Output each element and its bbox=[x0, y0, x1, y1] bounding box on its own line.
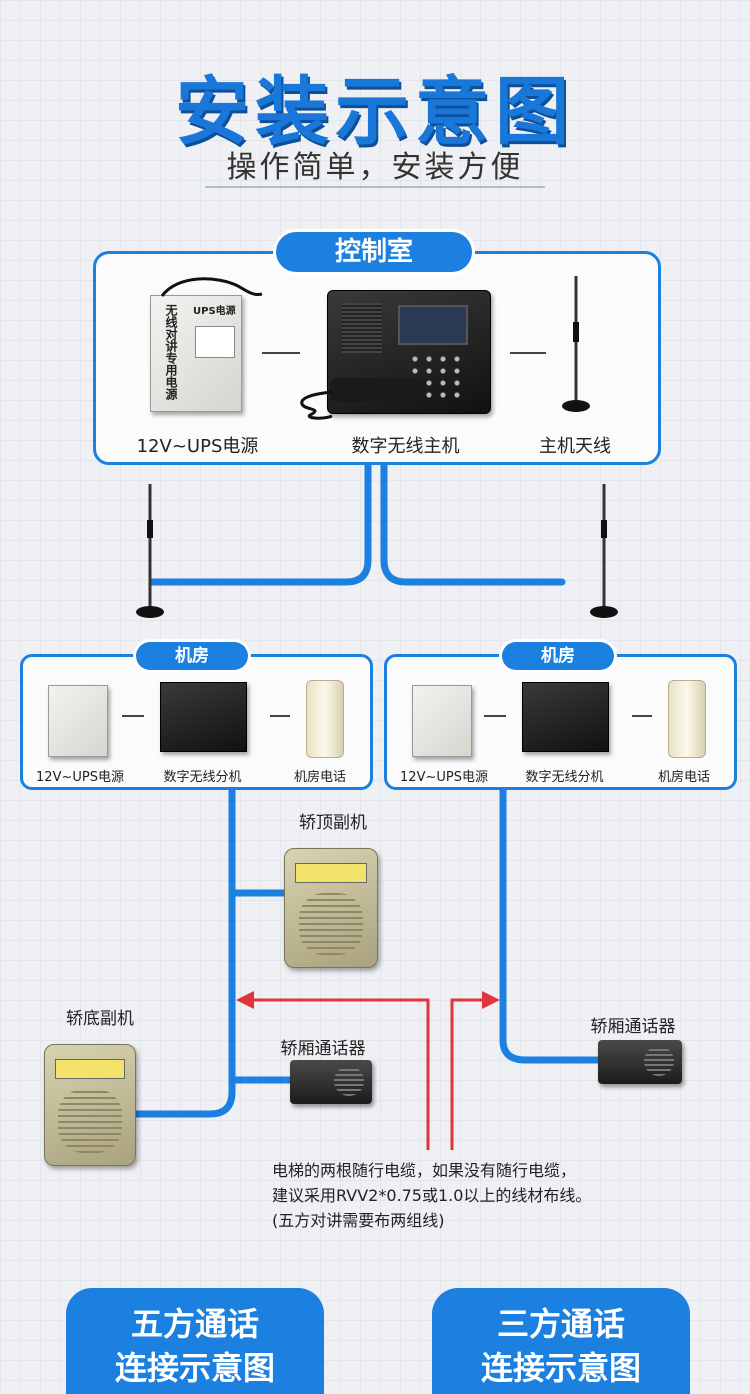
connector-dash bbox=[122, 715, 144, 717]
caption-ups: 12V~UPS电源 bbox=[136, 436, 259, 457]
host-antenna-icon bbox=[562, 276, 590, 412]
handset-icon bbox=[300, 378, 426, 420]
machine-room-phone-left bbox=[306, 680, 344, 758]
connector-dash bbox=[262, 352, 300, 354]
caption-cabin-left: 轿厢通话器 bbox=[280, 1039, 366, 1059]
caption-car-bottom: 轿底副机 bbox=[66, 1009, 134, 1029]
caption-extension-left: 数字无线分机 bbox=[163, 770, 242, 785]
car-bottom-sub-unit bbox=[44, 1044, 136, 1166]
three-way-line2: 连接示意图 bbox=[480, 1349, 641, 1387]
host-screen bbox=[398, 305, 468, 345]
caption-cabin-right: 轿厢通话器 bbox=[590, 1017, 676, 1037]
wireless-extension-left bbox=[160, 682, 247, 752]
red-arrowhead-right bbox=[482, 991, 500, 1009]
red-line-left bbox=[248, 998, 430, 1150]
speaker-grille bbox=[58, 1089, 122, 1153]
connector-dash bbox=[270, 715, 290, 717]
antenna-right-icon bbox=[590, 484, 618, 618]
machine-room-phone-right bbox=[668, 680, 706, 758]
cable-main-right bbox=[380, 458, 566, 586]
note-line-3: (五方对讲需要布两组线) bbox=[272, 1211, 445, 1230]
intercom-grille bbox=[644, 1046, 674, 1076]
ups-label-top: UPS电源 bbox=[193, 306, 236, 317]
caption-phone-left: 机房电话 bbox=[293, 770, 346, 785]
caption-host-antenna: 主机天线 bbox=[539, 436, 611, 457]
page-title: 安装示意图 bbox=[175, 69, 575, 155]
speaker-grille bbox=[299, 893, 363, 955]
connector-dash bbox=[484, 715, 506, 717]
power-cable-icon bbox=[160, 277, 263, 297]
antenna-left-icon bbox=[136, 484, 164, 618]
host-speaker bbox=[342, 303, 382, 353]
sub-unit-label bbox=[295, 863, 367, 883]
cable-right-trunk bbox=[499, 784, 602, 1064]
five-way-line2: 连接示意图 bbox=[114, 1349, 275, 1387]
cabin-intercom-right bbox=[598, 1040, 682, 1084]
cable-left-trunk bbox=[116, 784, 236, 1118]
ups-label-vertical: 无线对讲专用电源 bbox=[164, 304, 178, 400]
machine-room-left-label: 机房 bbox=[136, 642, 248, 670]
caption-host: 数字无线主机 bbox=[351, 436, 460, 457]
five-way-line1: 五方通话 bbox=[130, 1305, 259, 1343]
car-top-sub-unit bbox=[284, 848, 378, 968]
note-line-1: 电梯的两根随行电缆，如果没有随行电缆， bbox=[272, 1161, 577, 1180]
cabin-intercom-left bbox=[290, 1060, 372, 1104]
three-way-call-button[interactable]: 三方通话 连接示意图 bbox=[432, 1288, 690, 1394]
ups-power-unit-left bbox=[48, 685, 108, 757]
five-way-call-button[interactable]: 五方通话 连接示意图 bbox=[66, 1288, 324, 1394]
cable-main-left bbox=[148, 458, 372, 586]
caption-ups-left: 12V~UPS电源 bbox=[36, 770, 124, 785]
intercom-grille bbox=[334, 1066, 364, 1096]
connector-dash bbox=[510, 352, 546, 354]
caption-ups-right: 12V~UPS电源 bbox=[400, 770, 488, 785]
machine-room-right-label: 机房 bbox=[502, 642, 614, 670]
page-subtitle: 操作简单，安装方便 bbox=[226, 150, 524, 185]
cable-note: 电梯的两根随行电缆，如果没有随行电缆， 建议采用RVV2*0.75或1.0以上的… bbox=[272, 1158, 742, 1233]
ups-power-unit: UPS电源 无线对讲专用电源 bbox=[150, 295, 242, 412]
red-line-right bbox=[450, 998, 488, 1150]
caption-phone-right: 机房电话 bbox=[657, 770, 710, 785]
ups-sticker bbox=[195, 326, 235, 358]
sub-unit-label bbox=[55, 1059, 125, 1079]
connector-dash bbox=[632, 715, 652, 717]
ups-power-unit-right bbox=[412, 685, 472, 757]
control-room-label: 控制室 bbox=[276, 232, 472, 272]
red-arrowhead-left bbox=[236, 991, 254, 1009]
wireless-extension-right bbox=[522, 682, 609, 752]
caption-car-top: 轿顶副机 bbox=[299, 813, 367, 833]
three-way-line1: 三方通话 bbox=[496, 1305, 625, 1343]
subtitle-underline bbox=[205, 186, 545, 188]
note-line-2: 建议采用RVV2*0.75或1.0以上的线材布线。 bbox=[272, 1186, 592, 1205]
caption-extension-right: 数字无线分机 bbox=[525, 770, 604, 785]
